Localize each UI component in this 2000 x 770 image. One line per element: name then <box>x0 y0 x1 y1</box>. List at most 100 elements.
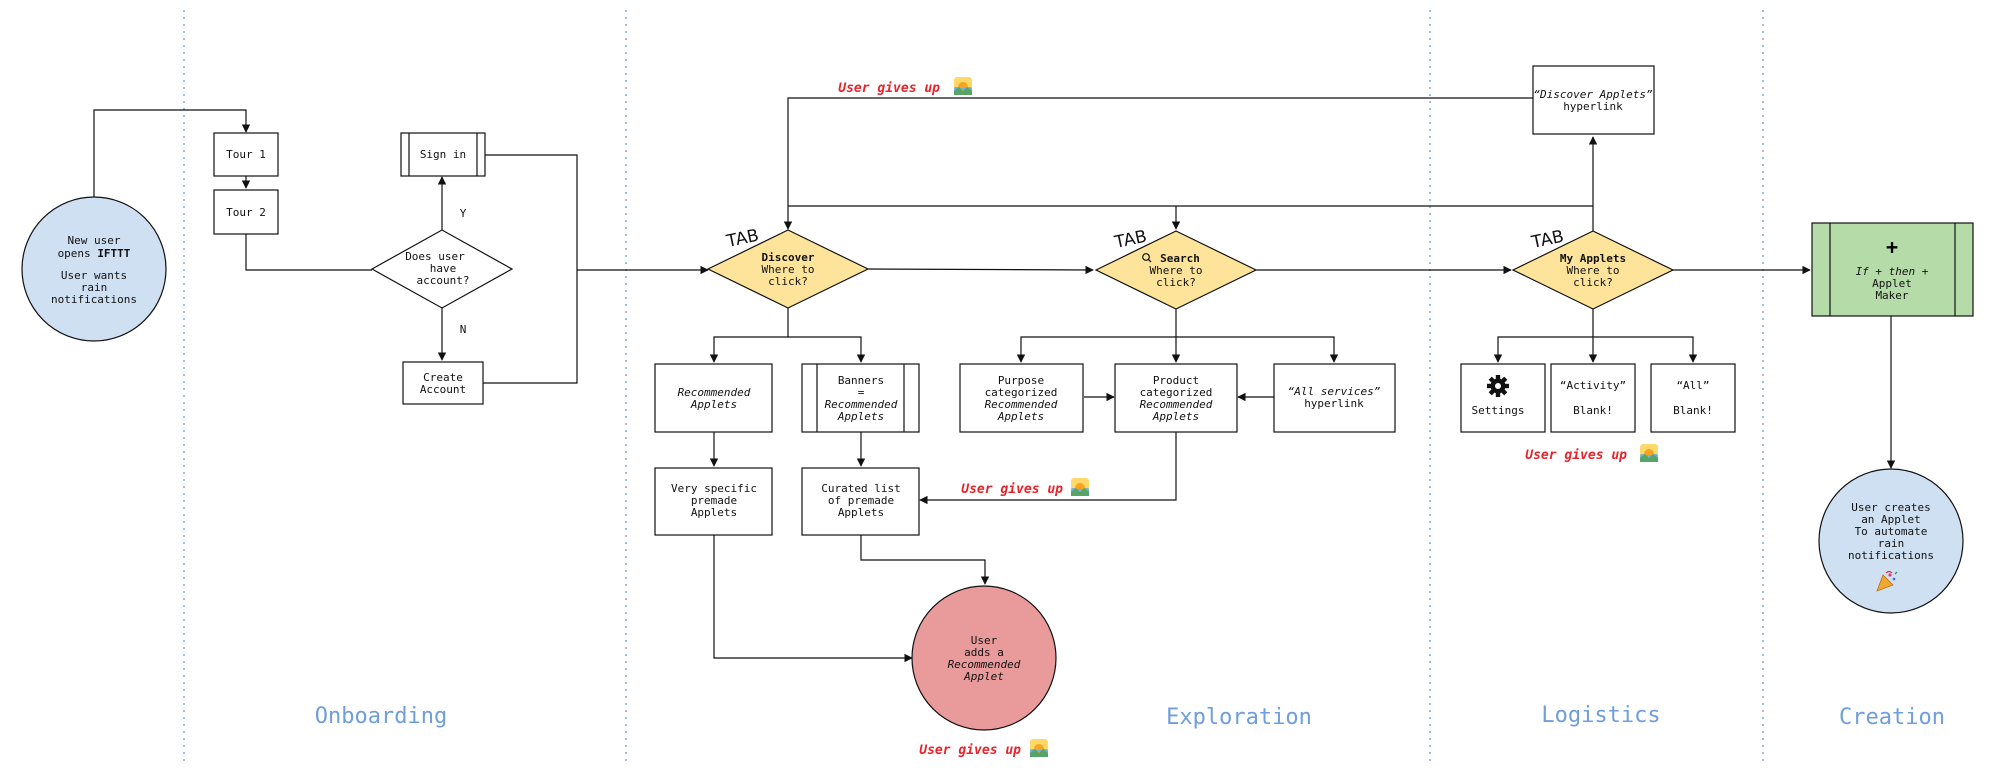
banners-text-line: Applets <box>837 410 884 423</box>
user-adds-text-line: adds a <box>964 646 1004 659</box>
user-adds-applet-node: User adds a Recommended Applet <box>911 585 1057 731</box>
give-up-label: User gives up <box>1525 448 1627 463</box>
maker-text-line: Maker <box>1875 289 1908 302</box>
user-adds-text-line: Applet <box>963 670 1004 683</box>
end-text-line: an Applet <box>1861 513 1921 526</box>
activity-text-line: “Activity” <box>1560 379 1626 392</box>
decision-text-line: account? <box>417 274 470 287</box>
gear-icon <box>1487 375 1509 397</box>
give-up-annotation: User gives up <box>961 478 1089 497</box>
all-text-line: Blank! <box>1673 404 1713 417</box>
curated-text-line: of premade <box>828 494 894 507</box>
end-node: User creates an Applet To automate rain … <box>1818 468 1964 614</box>
give-up-annotation: User gives up <box>838 77 972 96</box>
purpose-text-line: Recommended <box>985 398 1058 411</box>
start-text-line: New user <box>68 234 121 247</box>
discover-link-text-line: hyperlink <box>1563 100 1623 113</box>
end-text-line: notifications <box>1848 549 1934 562</box>
decision-text-line: Where to <box>1150 264 1203 277</box>
give-up-annotation: User gives up <box>919 739 1048 758</box>
end-text-line: User creates <box>1851 501 1930 514</box>
decision-text-line: Does user <box>405 250 465 263</box>
recommended-text-line: Recommended <box>678 386 751 399</box>
start-text-line: rain <box>81 281 108 294</box>
user-adds-text-line: Recommended <box>948 658 1021 671</box>
no-label: N <box>460 323 467 336</box>
maker-text-line: Applet <box>1872 277 1912 290</box>
all-services-text-line: hyperlink <box>1304 397 1364 410</box>
tour-2-box: Tour 2 <box>213 189 279 235</box>
maker-text-line: If + then + <box>1856 265 1929 278</box>
start-text-line: notifications <box>51 293 137 306</box>
give-up-label: User gives up <box>919 743 1021 758</box>
party-popper-emoji-icon <box>1876 570 1898 592</box>
all-services-text-line: “All services” <box>1288 385 1381 398</box>
give-up-annotation: User gives up <box>1525 444 1658 463</box>
decision-text-line: click? <box>768 275 808 288</box>
start-node: New user opens IFTTT User wants rain not… <box>21 196 167 342</box>
settings-label: Settings <box>1472 404 1525 417</box>
plus-icon: + <box>1886 235 1898 259</box>
sunset-emoji-icon <box>1071 478 1089 496</box>
sunset-emoji-icon <box>1030 739 1048 757</box>
section-label-creation: Creation <box>1839 705 1945 730</box>
recommended-applets-box: Recommended Applets <box>654 363 773 433</box>
create-account-text-line: Create <box>423 371 463 384</box>
banners-box: Banners = Recommended Applets <box>801 363 920 433</box>
create-account-text-line: Account <box>420 383 466 396</box>
recommended-text-line: Applets <box>690 398 737 411</box>
very-specific-text-line: premade <box>691 494 737 507</box>
very-specific-text-line: Very specific <box>671 482 757 495</box>
edges <box>93 97 1896 663</box>
sign-in-label: Sign in <box>420 148 466 161</box>
start-text-line: opens IFTTT <box>58 247 131 260</box>
start-text-line: User wants <box>61 269 127 282</box>
has-account-decision: Does user have account? <box>370 229 514 309</box>
discover-link-text-line: “Discover Applets” <box>1533 88 1653 101</box>
section-label-exploration: Exploration <box>1166 705 1312 730</box>
section-label-logistics: Logistics <box>1541 703 1660 728</box>
all-services-hyperlink-box: “All services” hyperlink <box>1273 363 1396 433</box>
decision-text-line: Where to <box>1567 264 1620 277</box>
sign-in-box: Sign in <box>400 132 486 177</box>
product-categorized-box: Product categorized Recommended Applets <box>1114 363 1238 433</box>
curated-text-line: Curated list <box>821 482 900 495</box>
activity-box: “Activity” Blank! <box>1550 363 1636 433</box>
applet-maker-box: + If + then + Applet Maker <box>1811 222 1974 317</box>
all-box: “All” Blank! <box>1650 363 1736 433</box>
product-text-line: Recommended <box>1140 398 1213 411</box>
settings-box: Settings <box>1460 363 1546 433</box>
tour-1-label: Tour 1 <box>226 148 266 161</box>
banners-text-line: Banners <box>838 374 884 387</box>
sunset-emoji-icon <box>954 77 972 95</box>
discover-applets-hyperlink-box: “Discover Applets” hyperlink <box>1532 65 1655 135</box>
purpose-text-line: Purpose <box>998 374 1044 387</box>
end-text-line: To automate <box>1855 525 1928 538</box>
create-account-box: Create Account <box>402 361 484 405</box>
sunset-emoji-icon <box>1640 444 1658 462</box>
curated-list-box: Curated list of premade Applets <box>801 467 920 536</box>
purpose-categorized-box: Purpose categorized Recommended Applets <box>959 363 1084 433</box>
give-up-label: User gives up <box>838 81 940 96</box>
all-text-line: “All” <box>1676 379 1709 392</box>
search-title: Search <box>1160 252 1200 265</box>
decision-text-line: have <box>430 262 457 275</box>
product-text-line: Applets <box>1152 410 1199 423</box>
section-label-onboarding: Onboarding <box>315 704 447 729</box>
search-tab-decision: TAB Search Where to click? <box>1094 227 1258 310</box>
very-specific-applets-box: Very specific premade Applets <box>654 467 773 536</box>
discover-tab-decision: TAB Discover Where to click? <box>706 226 870 309</box>
tour-1-box: Tour 1 <box>213 132 279 177</box>
purpose-text-line: Applets <box>997 410 1044 423</box>
decision-text-line: Where to <box>762 263 815 276</box>
decision-text-line: click? <box>1573 276 1613 289</box>
my-applets-tab-decision: TAB My Applets Where to click? <box>1511 227 1675 310</box>
tour-2-label: Tour 2 <box>226 206 266 219</box>
end-text-line: rain <box>1878 537 1905 550</box>
discover-title: Discover <box>762 251 815 264</box>
curated-text-line: Applets <box>838 506 884 519</box>
banners-text-line: = <box>858 386 865 399</box>
purpose-text-line: categorized <box>985 386 1058 399</box>
banners-text-line: Recommended <box>825 398 898 411</box>
product-text-line: Product <box>1153 374 1199 387</box>
